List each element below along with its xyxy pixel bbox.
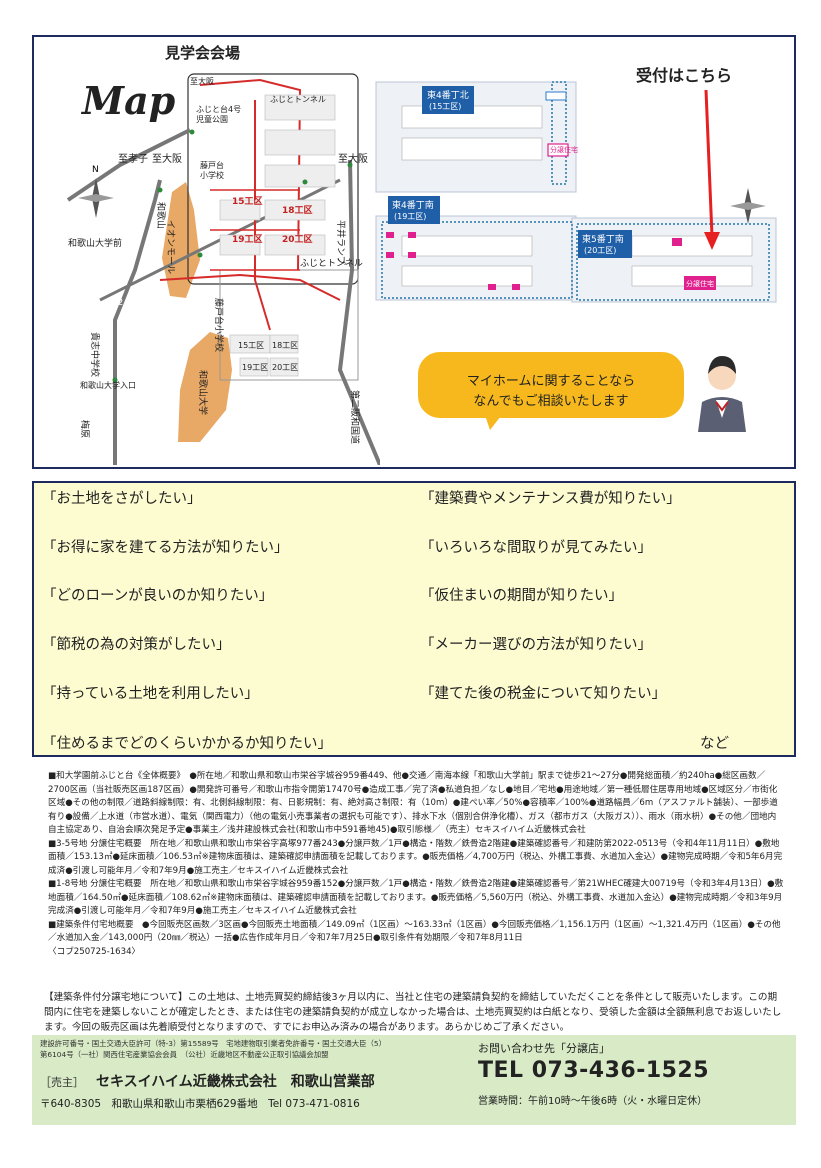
question-4: 「節税の為の対策がしたい」 <box>42 637 231 653</box>
license-line-1: 建設許可番号・国土交通大臣許可（特-3）第15589号 宅地建物取引業者免許番号… <box>40 1039 386 1048</box>
label-hirai-ramp: 平井ランプ <box>335 220 347 265</box>
question-2: 「お得に家を建てる方法が知りたい」 <box>42 540 289 556</box>
map-title: 見学会会場 <box>165 44 241 62</box>
label-fujito-tunnel-top: ふじとトンネル <box>270 95 326 104</box>
question-6: 「住めるまでどのくらいかかるか知りたい」 <box>42 736 332 752</box>
reception-arrow-icon <box>704 89 720 250</box>
property-info: ■和大学園前ふじと台《全体概要》 ●所在地／和歌山県和歌山市栄谷字城谷959番4… <box>48 770 784 959</box>
label-k20: 20工区 <box>282 234 313 245</box>
seller-tag: ［売主］ <box>40 1076 84 1089</box>
bubble-line-1: マイホームに関することなら <box>466 374 636 389</box>
label-k19b: 19工区 <box>242 363 268 372</box>
info-conditional-lots: ■建築条件付宅地概要 ●今回販売区画数／3区画●今回販売土地面積／149.09㎡… <box>48 919 781 944</box>
contact-label: お問い合わせ先「分譲店」 <box>478 1042 610 1055</box>
info-overview: ■和大学園前ふじと台《全体概要》 ●所在地／和歌山県和歌山市栄谷字城谷959番4… <box>48 771 778 835</box>
map-script-label: Map <box>82 78 176 123</box>
question-7: 「建築費やメンテナンス費が知りたい」 <box>420 491 681 507</box>
business-hours: 営業時間：午前10時〜午後6時（火・水曜日定休） <box>478 1096 708 1107</box>
label-fujido-elem: 藤戸台小学校 <box>213 298 225 352</box>
label-osaka-top: 至大阪 <box>190 76 214 86</box>
info-code: 〈コブ250725-1634〉 <box>48 946 141 957</box>
label-aeon2: 和歌山 <box>155 202 167 229</box>
bunjo-tag-2: 分譲住宅 <box>686 279 714 288</box>
label-k15: 15工区 <box>232 196 263 207</box>
seller-address: 〒640-8305 和歌山県和歌山市栗栖629番地 Tel 073-471-08… <box>40 1098 360 1110</box>
label-wakayama-univ: 和歌山大学 <box>197 370 209 415</box>
label-to-kou: 至孝子 <box>118 153 148 165</box>
wakayama-univ-campus <box>178 332 232 442</box>
block-b-sub: (19工区) <box>394 212 426 221</box>
label-k20b: 20工区 <box>272 363 298 372</box>
site-plan: 分譲住宅 分譲住宅 東4番丁北 (15工区) 東4番丁南 (19工区) 東5番丁… <box>375 81 777 303</box>
info-lot-18: ■1-8号地 分譲住宅概要 所在地／和歌山県和歌山市栄谷字城谷959番152●分… <box>48 879 784 916</box>
label-k18b: 18工区 <box>272 341 298 350</box>
label-ohashi: 藤戸台 <box>200 160 224 170</box>
block-c-sub: (20工区) <box>584 246 616 255</box>
label-park: 児童公園 <box>196 114 228 124</box>
label-to-osaka2: 至大阪 <box>338 152 368 165</box>
question-9: 「仮住まいの期間が知りたい」 <box>420 588 623 604</box>
conditional-notice: 【建築条件付分譲宅地について】この土地は、土地売買契約締結後3ヶ月以内に、当社と… <box>44 992 782 1033</box>
question-1: 「お土地をさがしたい」 <box>42 491 202 507</box>
block-a-sub: (15工区) <box>429 102 461 111</box>
bubble-tail <box>484 412 504 430</box>
speech-bubble <box>418 352 684 418</box>
block-a-label: 東4番丁北 <box>427 89 469 101</box>
license-line-2: 第6104号（一社）関西住宅産業協会会員 （公社）近畿地区不動産公正取引協議会加… <box>40 1050 329 1059</box>
license-info: 建設許可番号・国土交通大臣許可（特-3）第15589号 宅地建物取引業者免許番号… <box>40 1038 460 1060</box>
label-route: 752 <box>106 298 123 308</box>
lot-35 <box>672 238 682 246</box>
staff-illustration-icon <box>698 356 746 432</box>
label-k15b: 15工区 <box>238 341 264 350</box>
question-3: 「どのローンが良いのか知りたい」 <box>42 588 274 604</box>
block-b-label: 東4番丁南 <box>392 199 434 211</box>
block-c-label: 東5番丁南 <box>582 233 624 245</box>
bubble-text: マイホームに関することなら なんでもご相談いたします <box>418 372 684 412</box>
reception-label: 受付はこちら <box>636 66 733 85</box>
label-elem-top: 小学校 <box>200 170 224 180</box>
seller-name: セキスイハイム近畿株式会社 和歌山営業部 <box>96 1074 375 1090</box>
questions-box <box>32 481 796 757</box>
question-etc: など <box>700 736 729 752</box>
aeon-mall-area <box>162 182 200 298</box>
label-kise-jhs: 貴志中学校 <box>89 332 101 377</box>
info-lot-35: ■3-5号地 分譲住宅概要 所在地／和歌山県和歌山市栄谷字高塚977番243●分… <box>48 838 783 876</box>
label-fujito4: ふじと台4号 <box>196 104 241 114</box>
area-map: N 至大阪 ふじと台4号 児童公園 ふじとトンネル 藤戸台 小学校 至孝子 至大… <box>66 73 380 465</box>
label-fujito-tunnel: ふじとトンネル <box>300 258 363 269</box>
north-label: N <box>92 165 99 175</box>
label-aeon: イオンモール <box>165 220 176 274</box>
label-umehara: 梅原 <box>79 420 91 438</box>
label-wakayama-univ-station: 和歌山大学前 <box>68 237 122 249</box>
bubble-line-2: なんでもご相談いたします <box>473 394 629 409</box>
question-10: 「メーカー選びの方法が知りたい」 <box>420 637 652 653</box>
footer <box>32 1035 796 1125</box>
label-k19: 19工区 <box>232 234 263 245</box>
label-to-osaka1: 至大阪 <box>152 152 182 165</box>
contact-tel[interactable]: TEL 073-436-1525 <box>478 1058 710 1083</box>
question-8: 「いろいろな間取りが見てみたい」 <box>420 540 652 556</box>
bunjo-tag-1: 分譲住宅 <box>550 145 578 154</box>
label-k18: 18工区 <box>282 205 313 216</box>
label-daini-hanwa: 第二阪和国道 <box>349 390 361 444</box>
question-11: 「建てた後の税金について知りたい」 <box>420 686 667 702</box>
label-univ-gate: 和歌山大学入口 <box>80 380 136 390</box>
question-5: 「持っている土地を利用したい」 <box>42 686 259 702</box>
